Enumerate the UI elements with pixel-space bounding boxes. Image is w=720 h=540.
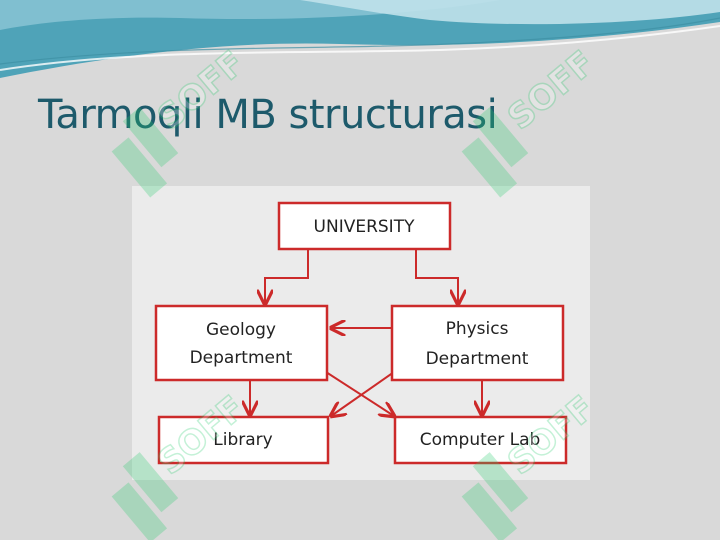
node-physics-label-line2: Department bbox=[426, 349, 529, 369]
node-computer-lab: Computer Lab bbox=[393, 415, 568, 465]
node-university-label: UNIVERSITY bbox=[314, 217, 416, 237]
edge-physics-to-library bbox=[331, 371, 395, 416]
node-geology-department: Geology Department bbox=[154, 304, 329, 382]
node-computer-lab-label: Computer Lab bbox=[420, 430, 541, 450]
node-geology-label-line1: Geology bbox=[206, 320, 276, 340]
header-wave-decoration bbox=[0, 0, 720, 78]
edge-geology-to-computer-lab bbox=[325, 371, 394, 416]
node-library: Library bbox=[157, 415, 330, 465]
node-university: UNIVERSITY bbox=[277, 201, 452, 251]
edge-university-to-physics bbox=[415, 249, 458, 304]
slide-title: Tarmoqli MB structurasi bbox=[38, 92, 498, 138]
node-physics-label-line1: Physics bbox=[446, 319, 509, 339]
node-library-label: Library bbox=[213, 430, 272, 450]
org-structure-diagram: UNIVERSITY Geology Department Physics De… bbox=[154, 201, 568, 465]
node-physics-department: Physics Department bbox=[390, 304, 565, 382]
edge-university-to-geology bbox=[265, 249, 309, 304]
node-geology-label-line2: Department bbox=[190, 348, 293, 368]
